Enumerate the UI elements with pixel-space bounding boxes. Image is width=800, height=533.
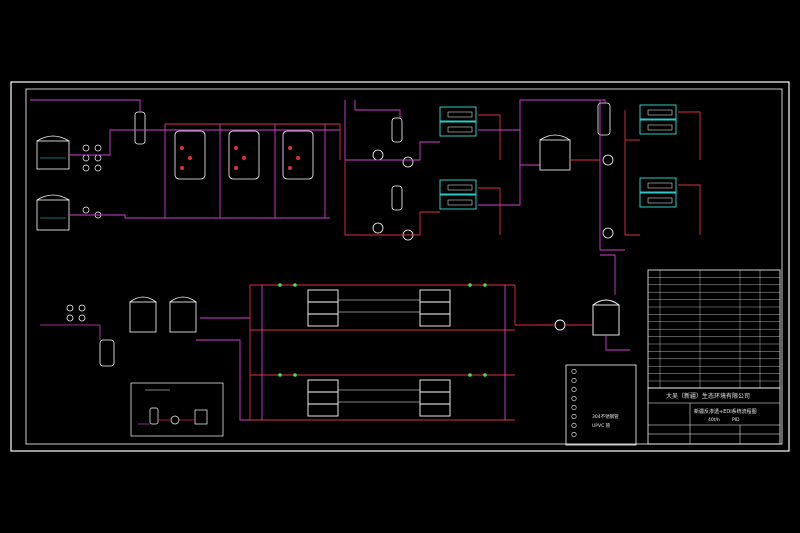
dosing-set-2 xyxy=(40,304,101,340)
media-filters xyxy=(134,111,314,180)
pipe-symbol xyxy=(571,431,577,437)
detail-inset xyxy=(130,382,224,437)
company-name: 大吴（新疆）生态环境有限公司 xyxy=(666,392,750,400)
legend-label: 304不锈钢管 xyxy=(592,413,619,420)
edi-stacks xyxy=(307,289,451,417)
title-block: 大吴（新疆）生态环境有限公司 新疆反渗透+EDI系统流程图 40t/h PID xyxy=(647,387,781,445)
drawing-frame xyxy=(10,81,790,452)
flow-rate: 40t/h xyxy=(708,417,720,423)
check-valve-symbol xyxy=(571,404,577,410)
pipe-symbol xyxy=(571,422,577,428)
valve-symbol xyxy=(571,377,577,383)
ro-pipes-2 xyxy=(519,99,701,295)
gauge-symbol xyxy=(571,386,577,392)
pipe-symbol xyxy=(571,413,577,419)
ro-membrane-racks-2 xyxy=(639,104,677,208)
cartridge-filters xyxy=(372,117,414,241)
ro-membrane-racks-1 xyxy=(439,106,477,210)
edi-feed-tanks xyxy=(99,296,197,367)
filter-valves xyxy=(180,146,300,170)
drawing-title: 新疆反渗透+EDI系统流程图 xyxy=(694,408,757,415)
equipment-list xyxy=(647,269,781,389)
pretreatment-pipes xyxy=(30,99,341,219)
drawing-code: PID xyxy=(732,417,740,423)
edi-valves xyxy=(278,283,487,377)
raw-water-tanks xyxy=(36,135,70,231)
intermediate-tank xyxy=(539,102,614,239)
edi-headers xyxy=(196,284,516,421)
flowmeter-symbol xyxy=(571,395,577,401)
legend-label: UPVC 管 xyxy=(592,422,611,429)
ro-pipes-1 xyxy=(344,100,540,236)
dosing-pumps xyxy=(82,144,102,219)
symbol-legend: 304不锈钢管 UPVC 管 xyxy=(565,364,637,446)
product-water-tank xyxy=(515,299,630,351)
pump-symbol xyxy=(571,368,577,374)
